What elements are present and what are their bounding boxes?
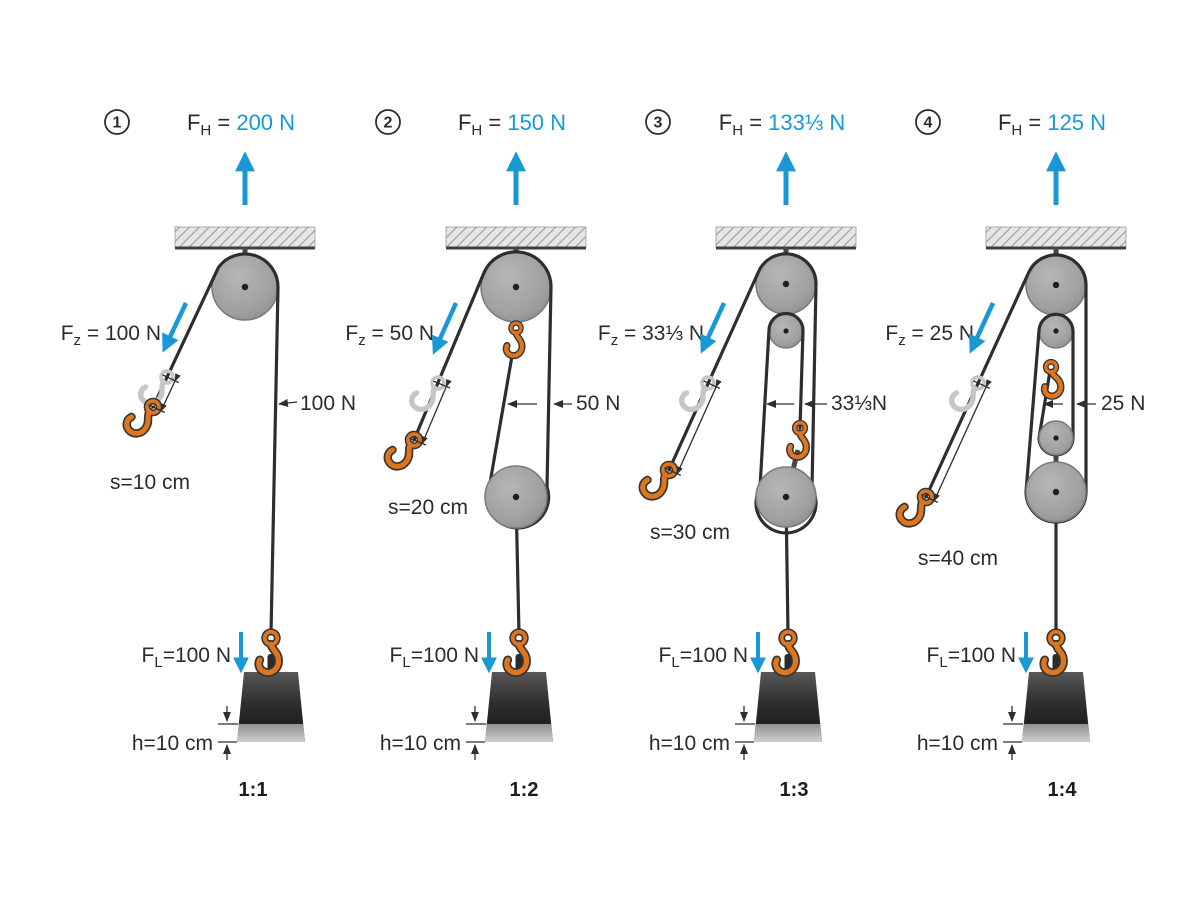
- panel-number: 1: [113, 115, 122, 132]
- h-label: h=10 cm: [380, 732, 461, 755]
- fh-label: FH = 133⅓ N: [719, 110, 845, 139]
- fh-value: 133⅓ N: [768, 110, 845, 135]
- panel-3: 3 FH = 133⅓ N Fz = 33⅓ N s=30 cm 33⅓N FL…: [598, 109, 887, 801]
- moving-pulley-dot: [512, 493, 520, 501]
- fh-label: FH = 150 N: [458, 110, 566, 139]
- ratio-label: 1:4: [1048, 779, 1078, 801]
- fz-arrow: [969, 302, 996, 354]
- h-dimension: [466, 706, 486, 760]
- fl-label: FL=100 N: [659, 644, 748, 671]
- panel-number-circle: [915, 109, 941, 135]
- panel-number: 4: [924, 115, 933, 132]
- rope-force-label: 50 N: [576, 392, 620, 415]
- fz-label: Fz = 100 N: [61, 322, 161, 349]
- rope: [667, 252, 818, 535]
- pulley-axle-dot: [782, 280, 790, 288]
- fz-label: Fz = 25 N: [885, 322, 974, 349]
- h-label: h=10 cm: [917, 732, 998, 755]
- pulley-axle-dot: [241, 283, 249, 291]
- h-dimension: [735, 706, 755, 760]
- rope-force-label: 25 N: [1101, 392, 1145, 415]
- panel-2: 2 FH = 150 N Fz = 50 N s=20 cm 50 N FL=1…: [345, 109, 620, 801]
- fh-value: 150 N: [507, 110, 566, 135]
- ceiling-mount: [445, 226, 587, 248]
- moving-pulley-small-dot: [1053, 435, 1059, 441]
- h-dimension: [218, 706, 238, 760]
- fl-label: FL=100 N: [142, 644, 231, 671]
- s-label: s=40 cm: [918, 547, 998, 570]
- fh-value: 125 N: [1047, 110, 1106, 135]
- fl-label: FL=100 N: [927, 644, 1016, 671]
- fz-arrow: [432, 302, 459, 355]
- fz-arrow: [162, 302, 189, 353]
- ceiling-mount: [715, 226, 857, 248]
- fz-arrow: [700, 302, 727, 354]
- pulley-axle-dot: [1052, 281, 1060, 289]
- fz-label: Fz = 33⅓ N: [598, 322, 704, 349]
- panel-number-circle: [645, 109, 671, 135]
- fz-label: Fz = 50 N: [345, 322, 434, 349]
- pulley-axle-dot-small: [783, 328, 789, 334]
- moving-pulley-dot: [782, 493, 790, 501]
- rope-force-label: 100 N: [300, 392, 356, 415]
- panel-number-circle: [375, 109, 401, 135]
- pulley-axle-dot-small: [1053, 328, 1059, 334]
- ratio-label: 1:2: [510, 779, 539, 801]
- rope-force-label: 33⅓N: [831, 392, 887, 415]
- s-dimension: [409, 378, 452, 446]
- s-label: s=30 cm: [650, 521, 730, 544]
- s-label: s=10 cm: [110, 471, 190, 494]
- moving-pulley-dot: [1052, 488, 1060, 496]
- h-label: h=10 cm: [649, 732, 730, 755]
- ceiling-mount: [174, 226, 316, 248]
- pulley-axle-dot: [512, 283, 520, 291]
- fh-value: 200 N: [236, 110, 295, 135]
- ceiling-mount: [985, 226, 1127, 248]
- panel-number: 3: [654, 115, 663, 132]
- s-dimension: [664, 379, 722, 476]
- rope-force-leader: [278, 399, 298, 407]
- fl-label: FL=100 N: [390, 644, 479, 671]
- s-dimension: [148, 373, 181, 414]
- s-dimension: [921, 379, 992, 503]
- panel-4: 4 FH = 125 N Fz = 25 N s=40 cm 25 N: [885, 109, 1145, 801]
- fh-label: FH = 125 N: [998, 110, 1106, 139]
- panel-1: 1 FH = 200 N Fz = 100 N s=10 cm 100 N FL…: [61, 109, 356, 801]
- h-label: h=10 cm: [132, 732, 213, 755]
- panel-number: 2: [384, 115, 393, 132]
- fh-label: FH = 200 N: [187, 110, 295, 139]
- ratio-label: 1:3: [780, 779, 809, 801]
- s-label: s=20 cm: [388, 496, 468, 519]
- h-dimension: [1003, 706, 1023, 760]
- ratio-label: 1:1: [239, 779, 268, 801]
- rope: [151, 252, 280, 636]
- panel-number-circle: [104, 109, 130, 135]
